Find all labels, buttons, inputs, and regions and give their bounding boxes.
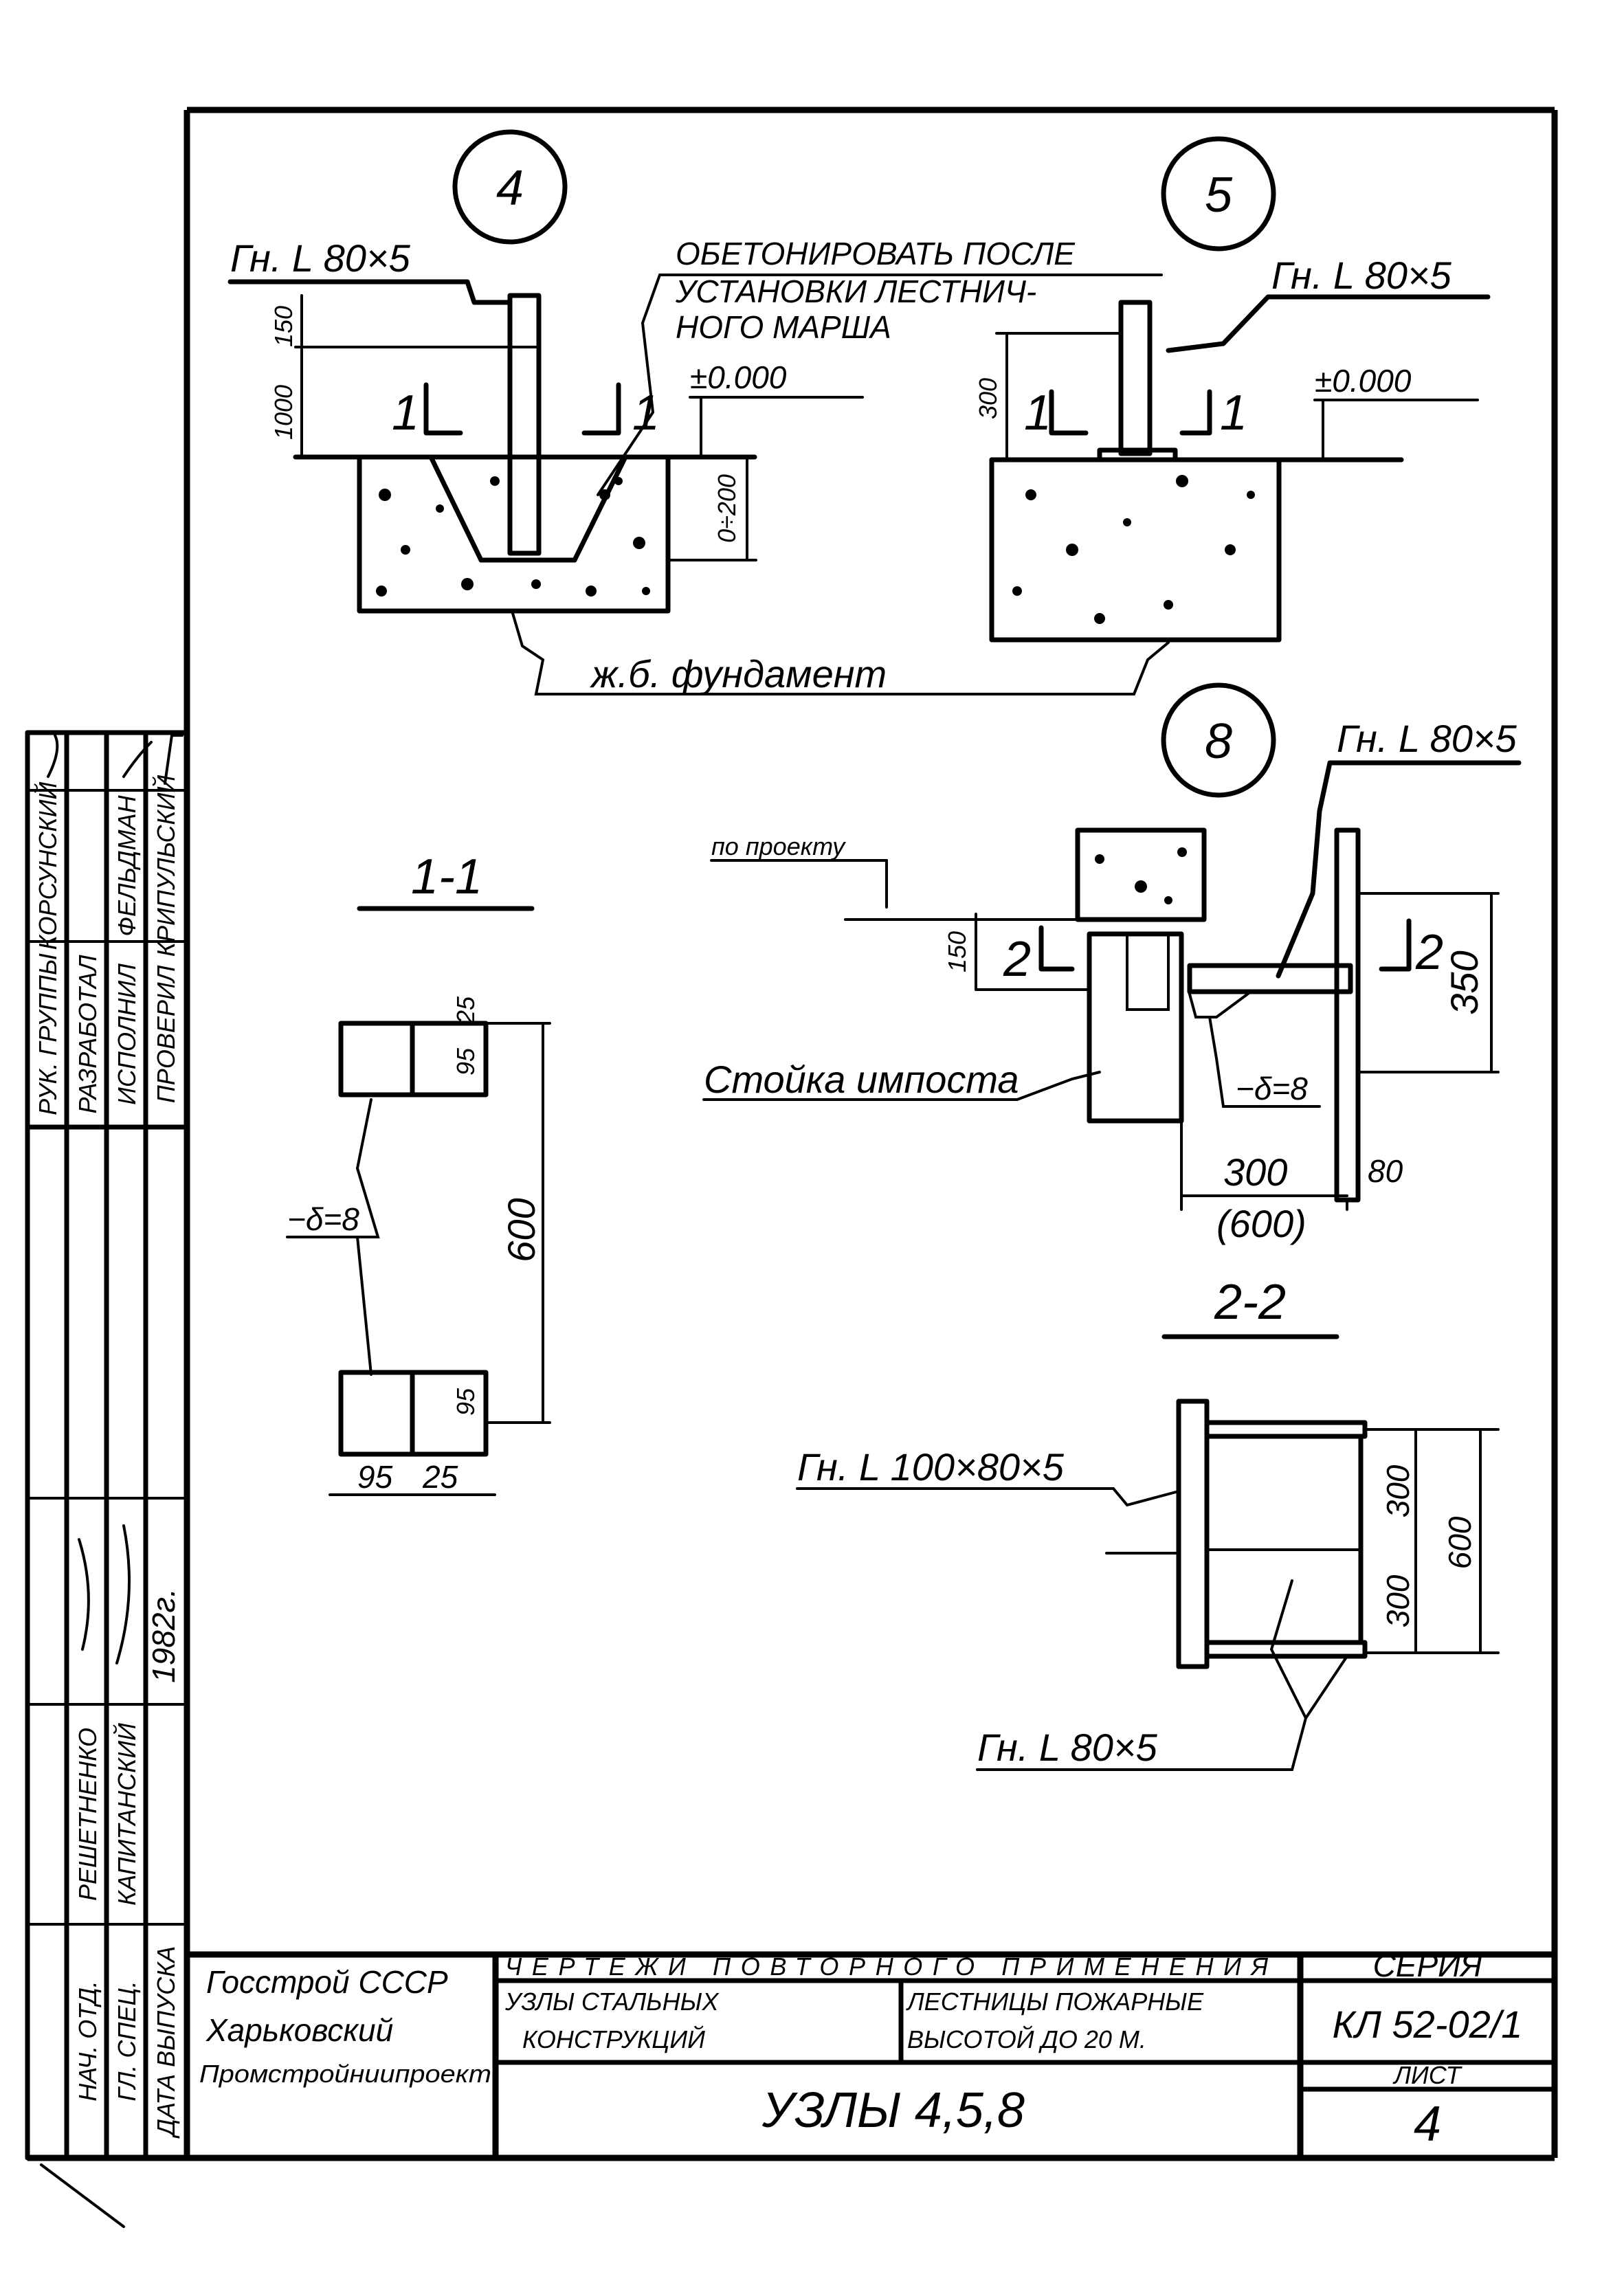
- stamp-name: КРИПУЛЬСКИЙ: [151, 775, 180, 957]
- section-1-1: 1-1 600 25 95 95 −δ=8 95 25: [286, 849, 551, 1496]
- section-mark-right: 1: [632, 386, 660, 441]
- subject-line-2: КОНСТРУКЦИЙ: [522, 2025, 705, 2053]
- plate-label: −δ=8: [1236, 1071, 1308, 1106]
- angle-label-a: Гн. L 100×80×5: [797, 1445, 1065, 1489]
- org-line-3: Промстройниипроект: [199, 2060, 491, 2088]
- org-line-2: Харьковский: [205, 2012, 393, 2048]
- note-line-3: НОГО МАРША: [676, 309, 891, 345]
- foundation: [357, 454, 671, 614]
- node-8: 8 Гн. L 80×5 по проекту 150 2 350 2 Стой…: [702, 682, 1522, 1245]
- dim-95-right: 95: [452, 1388, 480, 1416]
- angle-label: Гн. L 80×5: [230, 236, 411, 280]
- dim-300: 300: [1223, 1150, 1287, 1194]
- dim-600: 600: [500, 1198, 543, 1262]
- stamp-name: 1982г.: [146, 1588, 181, 1683]
- sheet-frame: [27, 107, 1558, 2228]
- stamp-role: ИСПОЛНИЛ: [113, 964, 141, 1105]
- angle-label: Гн. L 80×5: [1337, 717, 1517, 760]
- series-value: КЛ 52-02/1: [1333, 2003, 1523, 2046]
- node-5: 5 Гн. L 80×5 300 1 1 ±0.000: [974, 136, 1491, 643]
- note-line-1: ОБЕТОНИРОВАТЬ ПОСЛЕ: [676, 236, 1076, 271]
- dim-350: 350: [1443, 950, 1486, 1014]
- level-mark: ±0.000: [1315, 363, 1412, 399]
- plate-label: −δ=8: [287, 1201, 359, 1237]
- stamp-name: КАПИТАНСКИЙ: [112, 1723, 141, 1906]
- angle-label: Гн. L 80×5: [1271, 254, 1452, 297]
- section-mark-left: 2: [1003, 932, 1031, 987]
- post-label: Стойка импоста: [704, 1058, 1019, 1101]
- node-marker-circle: [452, 129, 568, 245]
- stamp-role: ПРОВЕРИЛ: [152, 965, 180, 1103]
- section-title: 1-1: [411, 849, 482, 904]
- dim-150: 150: [269, 306, 298, 347]
- node-marker: 5: [1205, 168, 1233, 223]
- object-line-1: ЛЕСТНИЦЫ ПОЖАРНЫЕ: [906, 1987, 1204, 2016]
- note-line-2: УСТАНОВКИ ЛЕСТНИЧ-: [675, 274, 1036, 309]
- subject-line-1: УЗЛЫ СТАЛЬНЫХ: [504, 1987, 720, 2016]
- node-4: 4 Гн. L 80×5 150 1000 1 1 ±0.000 0÷200: [227, 129, 864, 614]
- section-mark-left: 1: [392, 386, 419, 441]
- level-mark: ±0.000: [690, 359, 787, 395]
- title-header: ЧЕРТЕЖИ ПОВТОРНОГО ПРИМЕНЕНИЯ: [505, 1952, 1268, 1981]
- sheet-title: УЗЛЫ 4,5,8: [761, 2083, 1025, 2138]
- angle-label-b: Гн. L 80×5: [977, 1726, 1158, 1769]
- title-block: Госстрой СССР Харьковский Промстройниипр…: [187, 1948, 1557, 2158]
- stamp-name: РЕШЕТНЕНКО: [74, 1728, 102, 1901]
- concreting-note: ОБЕТОНИРОВАТЬ ПОСЛЕ УСТАНОВКИ ЛЕСТНИЧ- Н…: [597, 236, 1163, 496]
- dim-0-200: 0÷200: [713, 474, 741, 543]
- series-label: СЕРИЯ: [1373, 1948, 1482, 1983]
- dim-1000: 1000: [269, 385, 298, 440]
- node-marker: 4: [496, 161, 524, 216]
- stamp-role: ДАТА ВЫПУСКА: [152, 1946, 180, 2139]
- approval-stamp: РУК. ГРУППЫ КОРСУНСКИЙ РАЗРАБОТАЛ ИСПОЛН…: [25, 730, 190, 2161]
- signatures-lower: [78, 1524, 131, 1664]
- dim-25-bottom: 25: [422, 1459, 458, 1495]
- stamp-role: РАЗРАБОТАЛ: [74, 955, 102, 1113]
- dim-95-top: 95: [452, 1047, 480, 1076]
- stamp-name: ФЕЛЬДМАН: [113, 794, 141, 936]
- dim-25-top: 25: [452, 996, 480, 1025]
- dim-300-top: 300: [1380, 1464, 1416, 1517]
- dim-150: 150: [943, 931, 971, 972]
- stamp-role: ГЛ. СПЕЦ.: [113, 1981, 141, 2101]
- stamp-role: НАЧ. ОТД.: [74, 1981, 102, 2102]
- stamp-name: КОРСУНСКИЙ: [33, 781, 62, 950]
- org-line-1: Госстрой СССР: [206, 1964, 448, 2000]
- section-mark-right: 1: [1220, 386, 1247, 441]
- node-marker: 8: [1205, 714, 1232, 769]
- level-label: по проекту: [711, 832, 846, 860]
- dim-600: 600: [1442, 1516, 1478, 1569]
- dim-600: (600): [1216, 1202, 1306, 1245]
- foundation-label: ж.б. фундамент: [589, 652, 887, 695]
- section-2-2: 2-2 300 300 600 Гн. L 100×80×5 Гн. L 80×…: [796, 1275, 1500, 1771]
- section-mark-right: 2: [1415, 925, 1443, 980]
- sheet-label: ЛИСТ: [1392, 2061, 1462, 2089]
- dim-300-bottom: 300: [1380, 1574, 1416, 1627]
- section-mark-left: 1: [1024, 386, 1052, 441]
- foundation-callout: ж.б. фундамент: [511, 610, 1170, 695]
- section-title: 2-2: [1214, 1275, 1286, 1330]
- sheet-number: 4: [1414, 2097, 1441, 2152]
- dim-300: 300: [974, 378, 1002, 419]
- stamp-role: РУК. ГРУППЫ: [34, 953, 62, 1115]
- signatures-upper: [47, 734, 183, 785]
- object-line-2: ВЫСОТОЙ ДО 20 М.: [907, 2025, 1146, 2053]
- dim-80: 80: [1368, 1153, 1403, 1189]
- dim-95-bottom: 95: [357, 1459, 393, 1495]
